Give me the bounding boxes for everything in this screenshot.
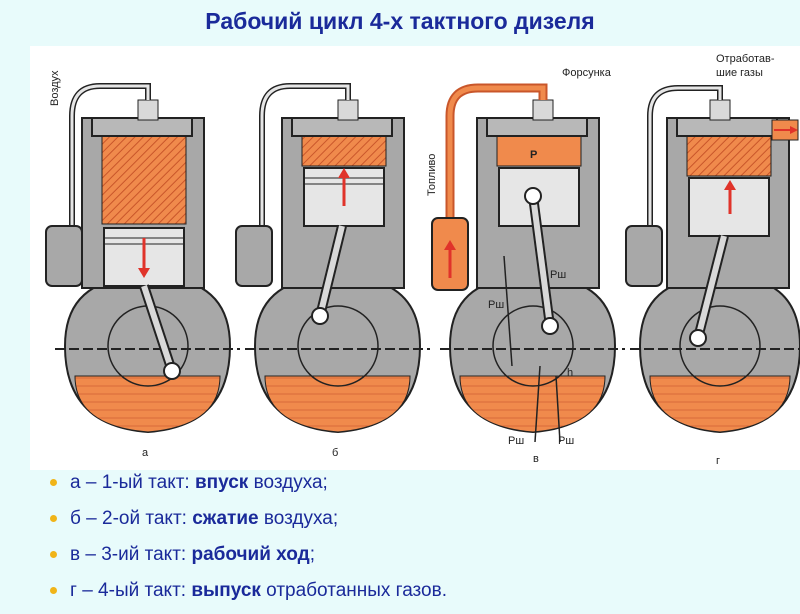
list-item: б – 2-ой такт: сжатие воздуха; [50,506,790,542]
force-rsh-label-3: Рш [508,435,524,447]
bullet-dot-icon [50,587,57,594]
panel-a: Воздух а [45,70,240,459]
panel-letter-v: в [533,453,539,465]
bullet-dot-icon [50,551,57,558]
air-label: Воздух [49,70,61,106]
list-item: г – 4-ый такт: выпуск отработанных газов… [50,578,790,614]
panel-letter-a: а [142,447,149,459]
bullet-dot-icon [50,479,57,486]
force-rsh-label-4: Рш [558,435,574,447]
diesel-cycle-diagram: Воздух а б [45,53,800,467]
diesel-cycle-figure: Воздух а б [30,46,800,470]
exhaust-label-line2: шие газы [716,67,763,79]
stroke-list: а – 1-ый такт: впуск воздуха; б – 2-ой т… [50,470,790,614]
list-item: в – 3-ий такт: рабочий ход; [50,542,790,578]
bullet-dot-icon [50,515,57,522]
force-rsh-label-1: Рш [550,269,566,281]
injector-label: Форсунка [562,67,612,79]
panel-g: Отработав- шие газы г [625,53,800,467]
exhaust-label-line1: Отработав- [716,53,775,65]
panel-letter-g: г [716,455,720,467]
fuel-label: Топливо [426,154,438,196]
slide-title: Рабочий цикл 4-х тактного дизеля [205,8,595,34]
panel-c: P Форсунка Топливо Рш Рш Рш Рш h в [426,67,625,465]
force-rsh-label-2: Рш [488,299,504,311]
lever-h-label: h [567,367,573,379]
panel-b: б [235,83,430,459]
panel-letter-b: б [332,447,338,459]
list-item: а – 1-ый такт: впуск воздуха; [50,470,790,506]
pressure-p-label: P [530,149,537,161]
